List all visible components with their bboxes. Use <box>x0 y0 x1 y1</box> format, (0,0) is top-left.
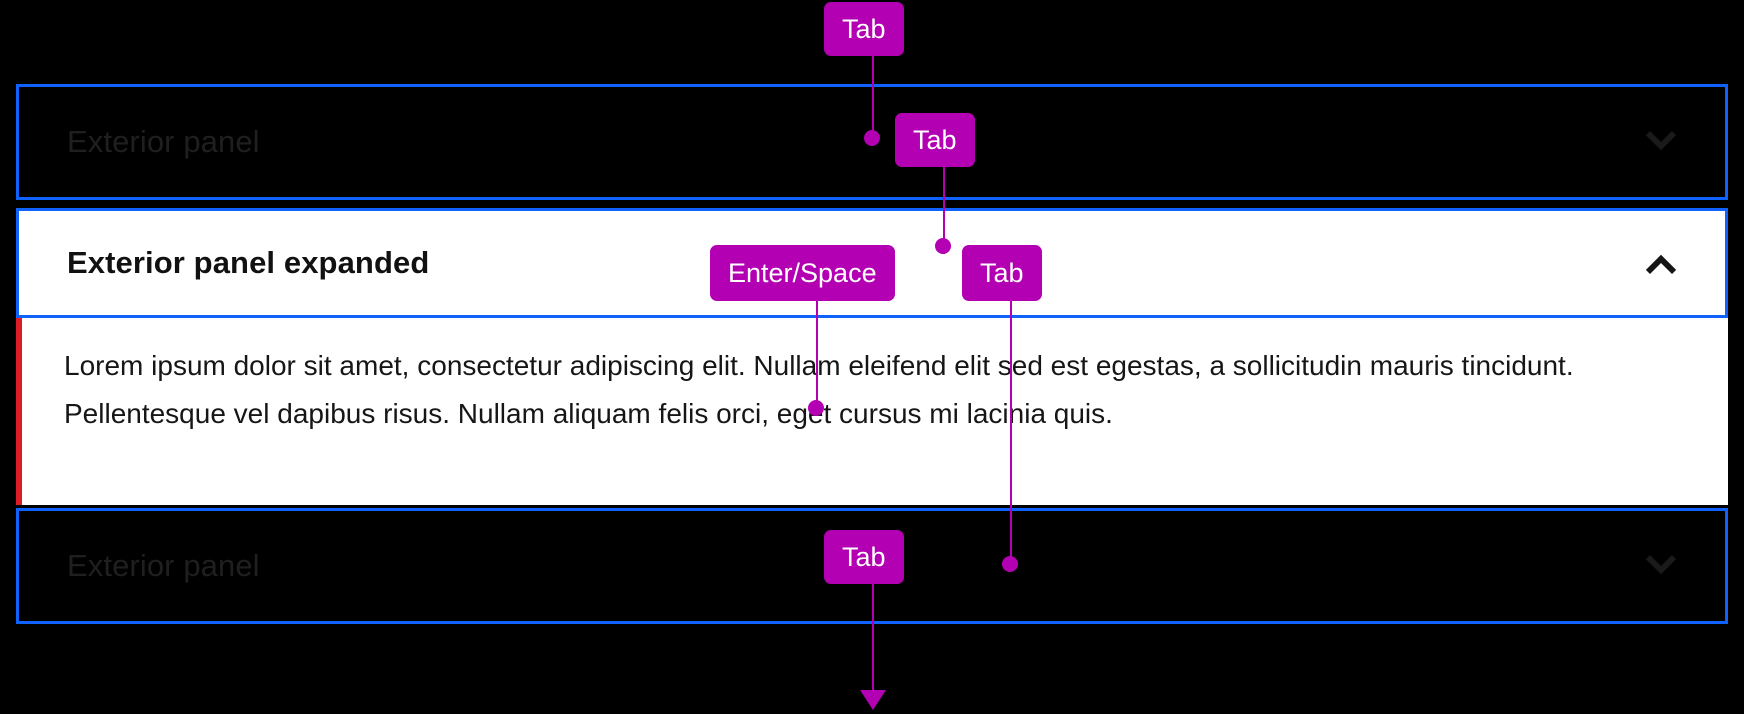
connector-line-tab-2 <box>943 164 945 254</box>
accordion-panel-content: Lorem ipsum dolor sit amet, consectetur … <box>16 318 1728 505</box>
connector-dot-tab-2 <box>935 238 951 254</box>
connector-line-tab-3 <box>1010 272 1012 564</box>
panel-title: Exterior panel <box>67 124 260 159</box>
chevron-down-icon[interactable] <box>1639 544 1683 588</box>
chevron-up-icon[interactable] <box>1639 241 1683 285</box>
panel-title-expanded: Exterior panel expanded <box>67 245 430 280</box>
keyboard-hint-enter-space: Enter/Space <box>710 245 895 301</box>
panel-title: Exterior panel <box>67 548 260 583</box>
connector-arrow-tab-4 <box>860 690 886 710</box>
connector-line-enter-space <box>816 272 818 408</box>
keyboard-hint-tab-2: Tab <box>895 113 975 167</box>
accordion-panel-expanded-header[interactable]: Exterior panel expanded <box>16 208 1728 318</box>
keyboard-hint-tab-3: Tab <box>962 245 1042 301</box>
connector-dot-enter-space <box>808 400 824 416</box>
keyboard-hint-tab-1: Tab <box>824 2 904 56</box>
connector-line-tab-1 <box>872 54 874 138</box>
connector-line-tab-4 <box>872 558 874 694</box>
connector-dot-tab-3 <box>1002 556 1018 572</box>
panel-header[interactable]: Exterior panel <box>19 87 1725 197</box>
panel-body-text: Lorem ipsum dolor sit amet, consectetur … <box>64 350 1574 429</box>
panel-header[interactable]: Exterior panel <box>19 511 1725 621</box>
chevron-down-icon[interactable] <box>1639 120 1683 164</box>
connector-dot-tab-1 <box>864 130 880 146</box>
keyboard-hint-tab-4: Tab <box>824 530 904 584</box>
panel-header-expanded[interactable]: Exterior panel expanded <box>19 211 1725 315</box>
